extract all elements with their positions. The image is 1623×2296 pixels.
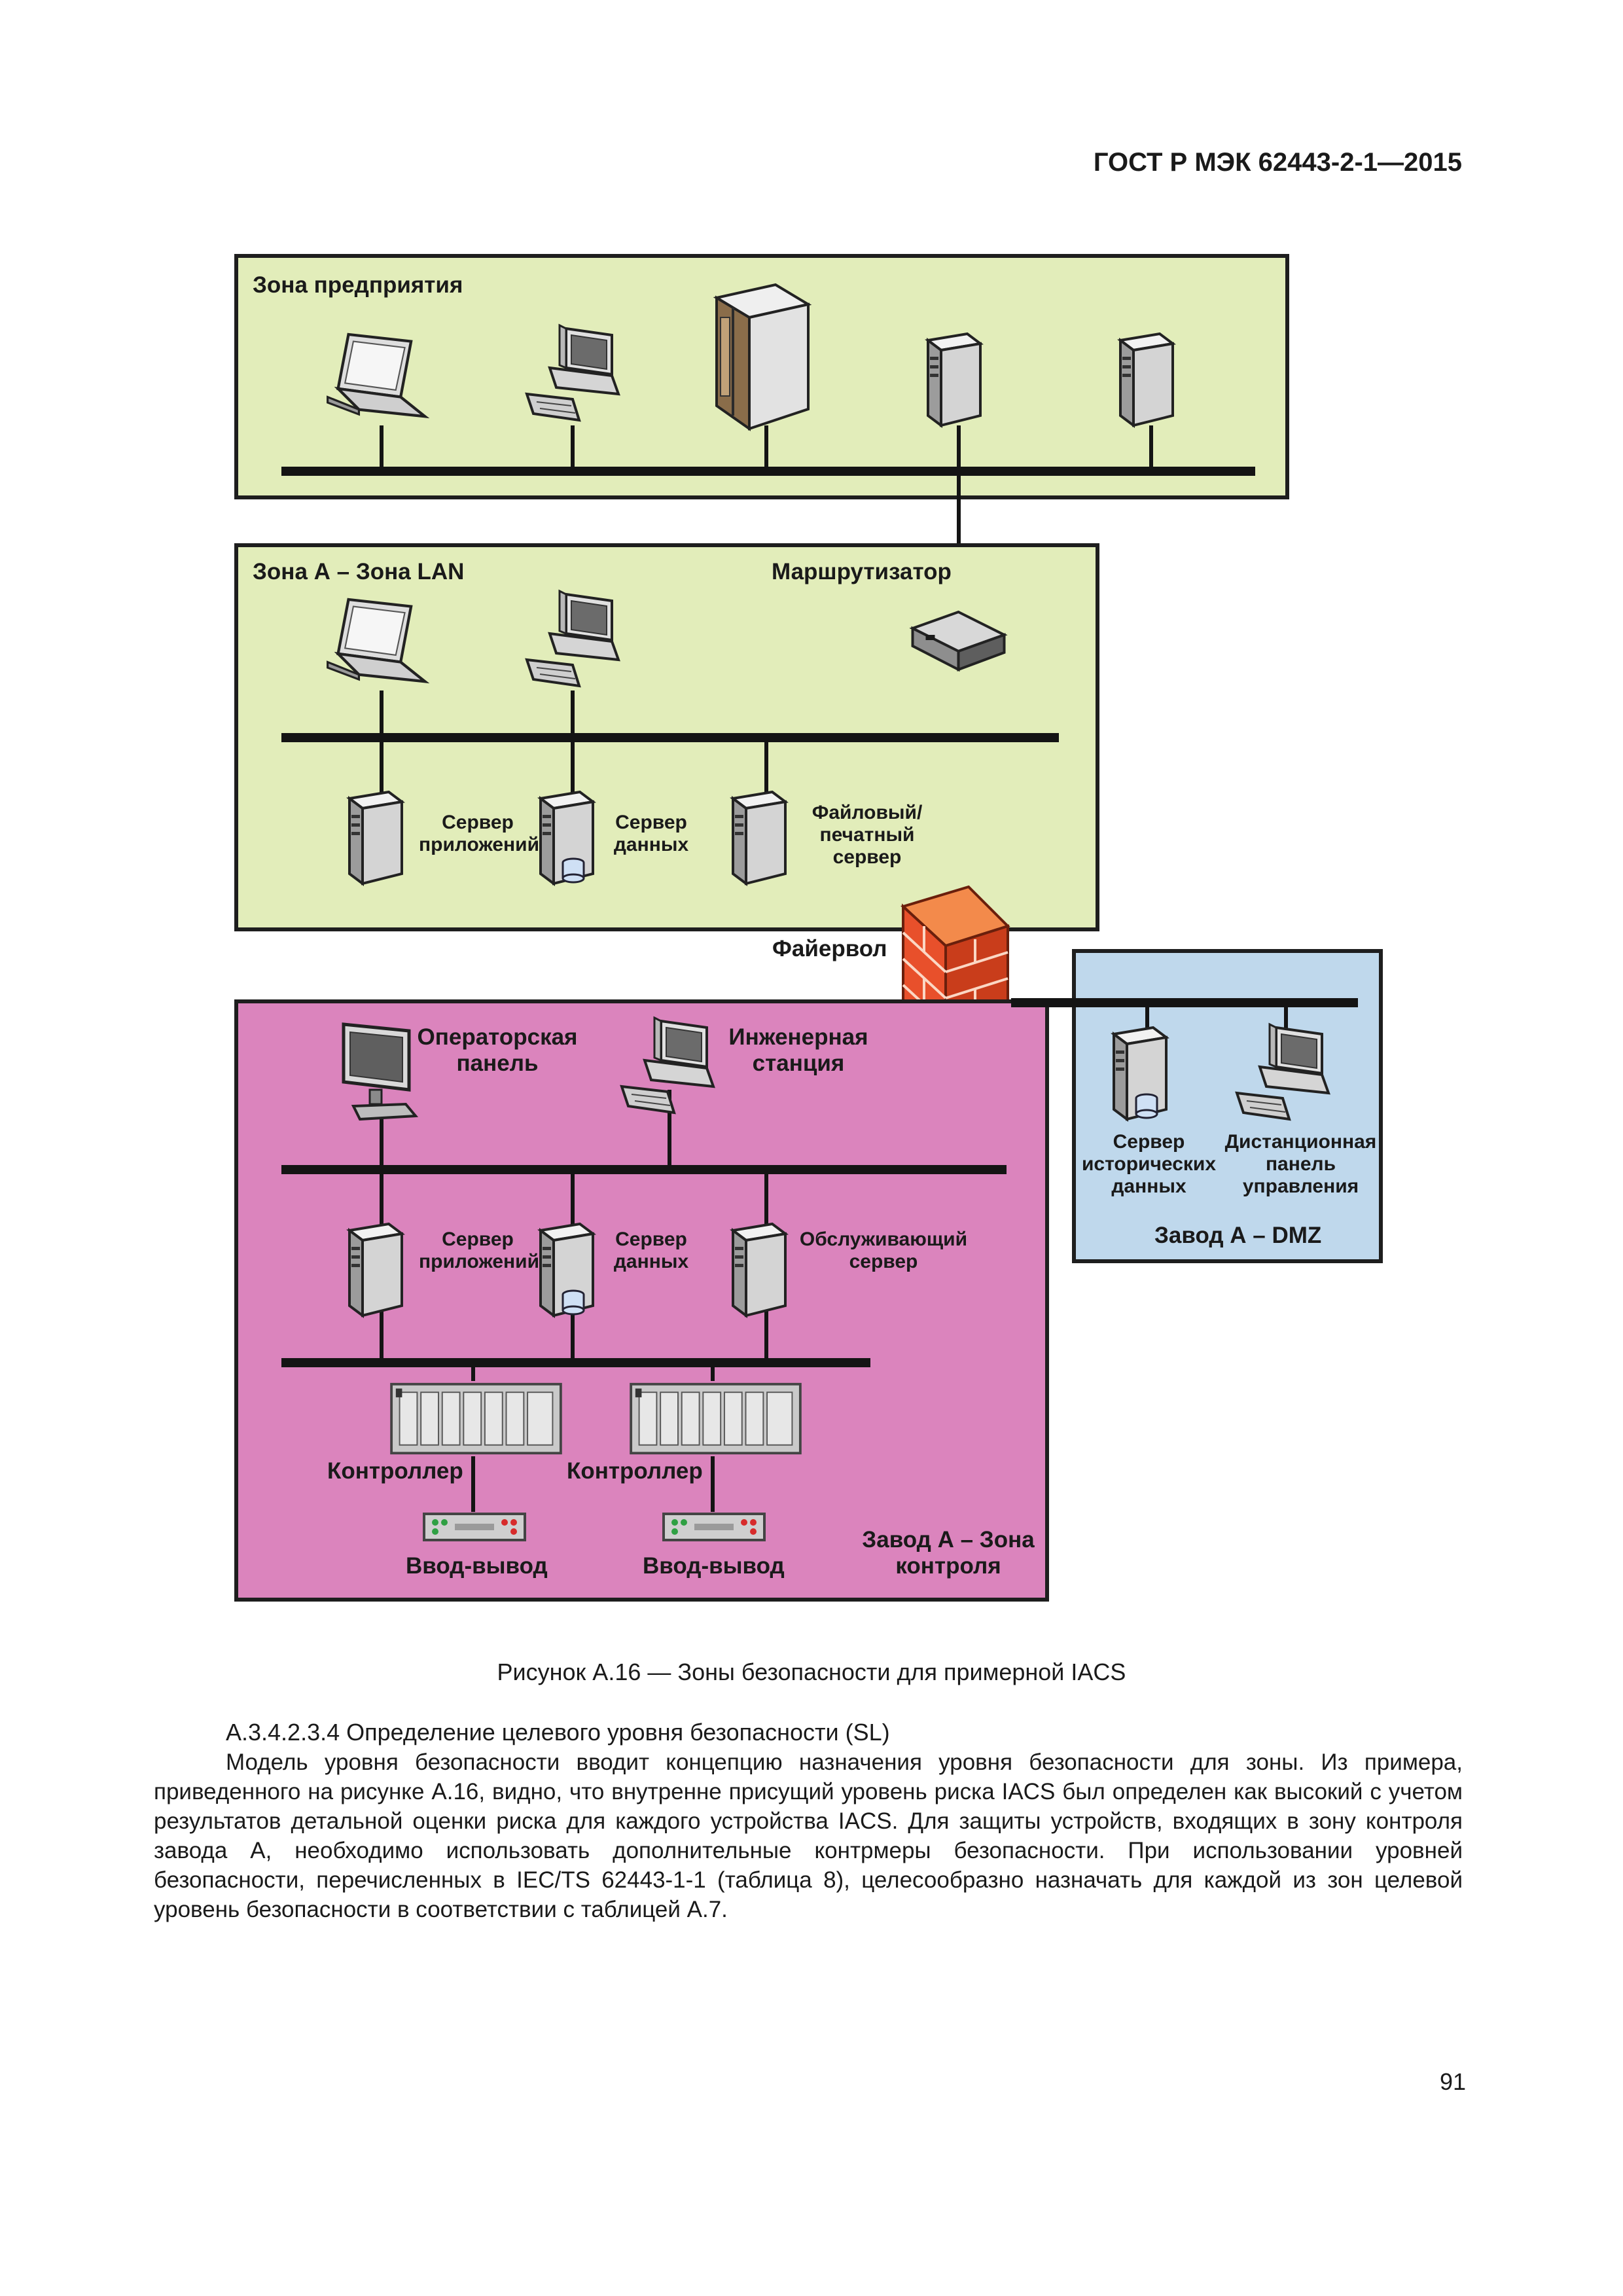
workstation-icon	[620, 1016, 715, 1114]
link-line	[380, 1106, 383, 1168]
file-print-server-label: Файловый/ печатный сервер	[812, 802, 923, 868]
link-line	[380, 691, 383, 798]
figure-caption: Рисунок А.16 — Зоны безопасности для при…	[497, 1659, 1126, 1685]
lan-app-server-label: Сервер приложений	[419, 812, 540, 855]
controller-label-1: Контроллер	[327, 1458, 463, 1484]
laptop-icon	[321, 592, 432, 697]
mainframe-icon	[715, 283, 810, 430]
link-line	[1284, 1001, 1288, 1047]
server-icon	[348, 791, 403, 885]
section-heading: А.3.4.2.3.4 Определение целевого уровня …	[226, 1719, 890, 1746]
link-line	[380, 425, 383, 468]
io-module-icon	[662, 1513, 766, 1541]
link-line	[764, 1306, 768, 1361]
dmz-zone-title: Завод А – DMZ	[1154, 1223, 1322, 1248]
io-label-1: Ввод-вывод	[406, 1553, 548, 1579]
enterprise-bus	[281, 467, 1255, 476]
control-data-server-label: Сервер данных	[613, 1229, 689, 1272]
remote-panel-label: Дистанционная панель управления	[1224, 1131, 1377, 1197]
workstation-icon	[1236, 1023, 1330, 1121]
server-icon	[732, 791, 787, 885]
link-line	[764, 1168, 768, 1230]
database-server-icon	[527, 1217, 599, 1322]
server-icon	[1119, 332, 1174, 427]
page-number: 91	[1439, 2068, 1466, 2095]
control-zone-title: Завод А – Зона контроля	[862, 1527, 1035, 1579]
controller-label-2: Контроллер	[567, 1458, 703, 1484]
body-paragraph: Модель уровня безопасности вводит концеп…	[154, 1749, 1463, 1922]
link-line	[471, 1456, 475, 1512]
historian-server-icon	[1101, 1021, 1173, 1126]
server-icon	[927, 332, 982, 427]
link-line	[1149, 425, 1153, 468]
firewall-label: Файервол	[772, 936, 887, 961]
io-label-2: Ввод-вывод	[643, 1553, 785, 1579]
controller-icon	[390, 1382, 562, 1455]
link-line	[380, 1168, 383, 1230]
standard-designation: ГОСТ Р МЭК 62443-2-1—2015	[1093, 148, 1462, 177]
workstation-icon	[526, 324, 620, 422]
link-line	[380, 1306, 383, 1361]
link-line	[764, 736, 768, 798]
laptop-icon	[321, 327, 432, 432]
control-bus-lower	[281, 1358, 870, 1367]
enterprise-zone-title: Зона предприятия	[253, 272, 463, 298]
io-module-icon	[423, 1513, 526, 1541]
link-line	[571, 691, 575, 798]
server-icon	[348, 1223, 403, 1317]
server-icon	[732, 1223, 787, 1317]
service-server-label: Обслуживающий сервер	[799, 1229, 968, 1272]
control-bus-upper	[281, 1165, 1007, 1174]
router-icon	[904, 605, 1012, 677]
historian-label: Сервер исторических данных	[1081, 1131, 1217, 1197]
link-line	[711, 1456, 715, 1512]
controller-icon	[630, 1382, 802, 1455]
database-server-icon	[527, 785, 599, 890]
control-app-server-label: Сервер приложений	[419, 1229, 540, 1272]
link-line	[571, 1168, 575, 1230]
link-line	[571, 425, 575, 468]
engineering-station-label: Инженерная станция	[728, 1024, 868, 1076]
link-line	[571, 1306, 575, 1361]
link-line	[764, 425, 768, 468]
link-line	[471, 1361, 475, 1381]
lan-zone-title: Зона А – Зона LAN	[253, 559, 465, 584]
dmz-bus	[1011, 998, 1358, 1007]
lan-data-server-label: Сервер данных	[613, 812, 689, 855]
link-line	[668, 1090, 671, 1168]
router-label: Маршрутизатор	[772, 559, 952, 584]
workstation-icon	[526, 590, 620, 687]
link-line	[711, 1361, 715, 1381]
operator-panel-icon	[334, 1018, 425, 1122]
operator-panel-label: Операторская панель	[417, 1024, 578, 1076]
link-line	[1145, 1001, 1149, 1047]
lan-bus	[281, 733, 1059, 742]
